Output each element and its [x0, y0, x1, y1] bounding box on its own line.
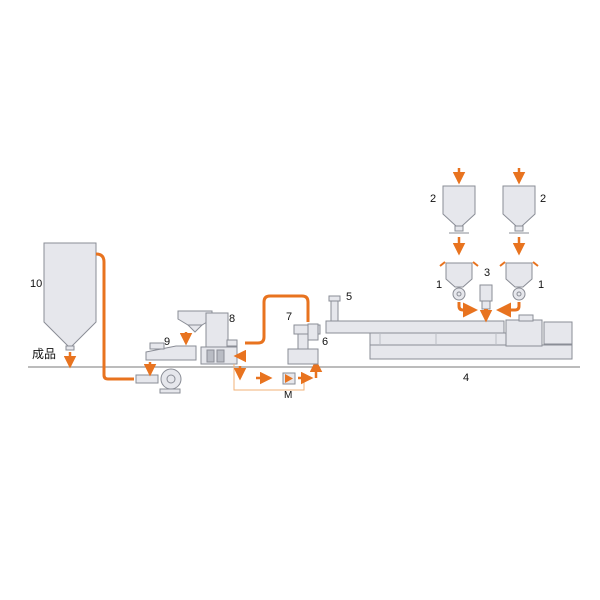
hopper-right — [502, 185, 536, 234]
label-pelletizer: 8 — [229, 313, 235, 325]
feeder-right — [505, 262, 533, 301]
label-hopper-left: 2 — [430, 193, 436, 205]
label-dryer: 9 — [164, 336, 170, 348]
extruder — [325, 314, 573, 360]
pelletizer — [177, 310, 238, 365]
feeder-left — [445, 262, 473, 301]
label-motor: M — [284, 390, 292, 401]
feeder-left-tick-b — [472, 261, 479, 267]
feeder-right-tick-b — [532, 261, 539, 267]
feeder-left-tick-a — [439, 261, 446, 267]
extruder-supports — [379, 333, 497, 345]
label-silo: 10 — [30, 278, 42, 290]
label-feeder-left: 1 — [436, 279, 442, 291]
label-side-feeder: 3 — [484, 267, 490, 279]
melt-pump — [287, 323, 321, 365]
pump-motor — [282, 372, 296, 385]
label-hopper-right: 2 — [540, 193, 546, 205]
label-pump-feed: 7 — [286, 311, 292, 323]
label-feeder-right: 1 — [538, 279, 544, 291]
label-product: 成品 — [32, 347, 56, 361]
hopper-left — [442, 185, 476, 234]
feeder-right-tick-a — [499, 261, 506, 267]
melt-transfer-pipe — [245, 294, 310, 345]
product-silo — [43, 242, 97, 351]
dryer-unit — [145, 342, 197, 361]
label-vent: 5 — [346, 291, 352, 303]
side-feeder — [479, 284, 493, 313]
blower — [135, 368, 182, 394]
conveying-pipe — [95, 252, 134, 381]
label-pump: 6 — [322, 336, 328, 348]
feeder-right-flow — [496, 302, 521, 318]
vent-stack — [328, 295, 341, 322]
label-extruder: 4 — [463, 372, 469, 384]
feeder-left-flow — [457, 302, 478, 318]
